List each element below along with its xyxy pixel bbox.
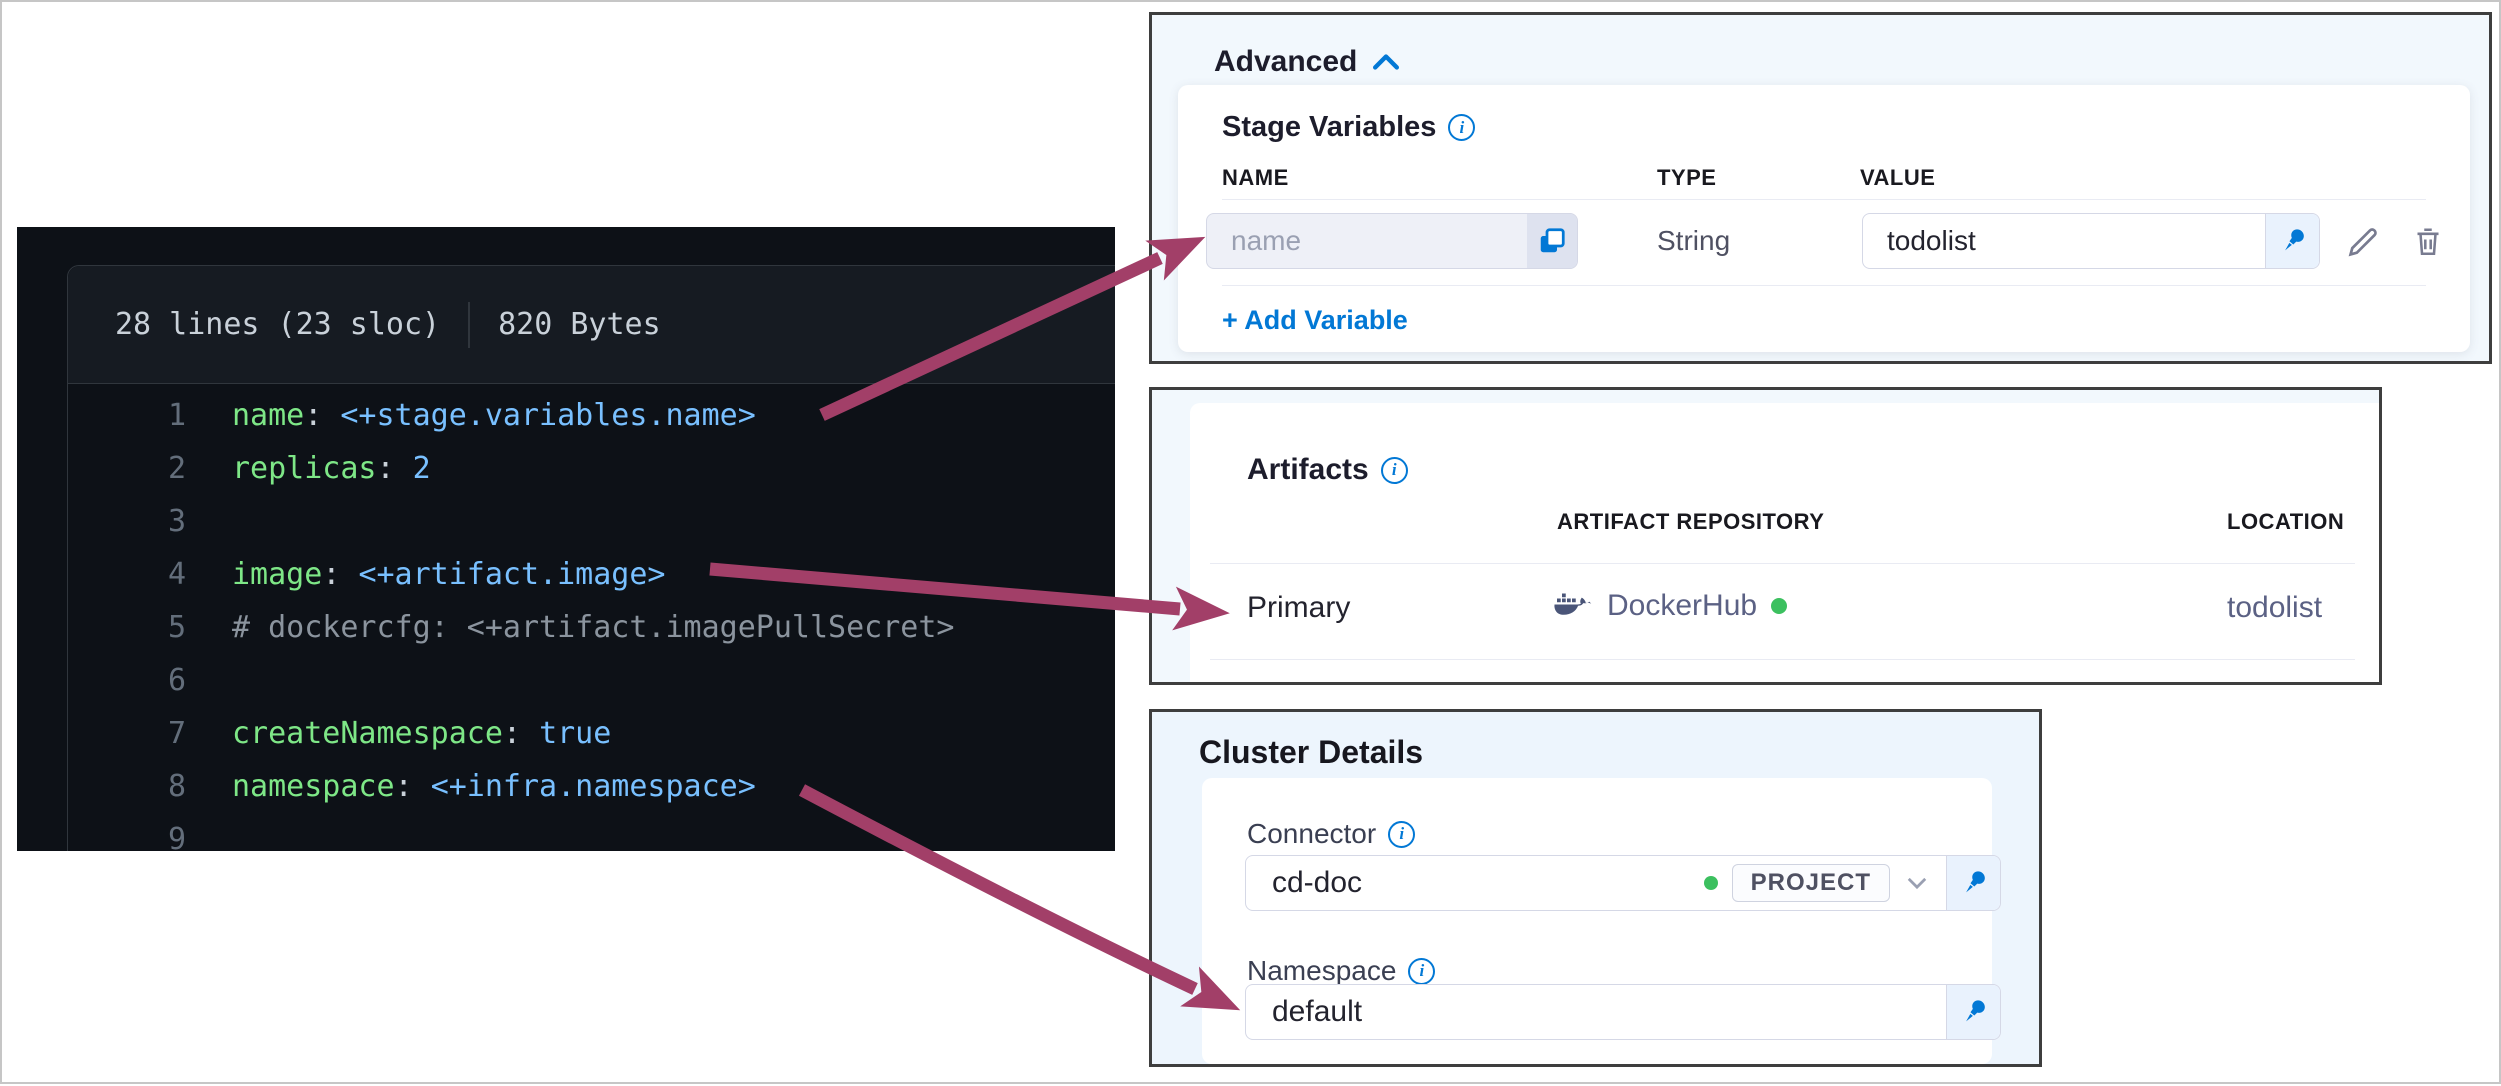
stage-variables-header: Stage Variables i [1222,111,1476,144]
pencil-icon [2348,228,2377,257]
variable-type-value: String [1657,225,1731,256]
artifact-location-value: todolist [2227,591,2323,624]
header-divider [468,301,471,348]
info-icon[interactable]: i [1380,456,1408,484]
cluster-details-panel: Cluster Details Connector i PROJECT [1149,709,2042,1067]
column-header-type: TYPE [1657,165,1717,190]
status-dot-connector [1703,876,1718,890]
artifact-row-label: Primary [1247,591,1351,624]
divider [1210,563,2355,564]
namespace-field [1245,984,2001,1040]
code-size-info: 820 Bytes [498,307,661,342]
info-icon[interactable]: i [1448,114,1476,141]
delete-variable-button[interactable] [2406,219,2450,263]
connector-scope-badge: PROJECT [1731,864,1890,902]
connector-dropdown-toggle[interactable] [1906,876,1928,890]
connector-field: PROJECT [1245,855,2001,911]
stage-variables-card: Stage Variables i NAME TYPE VALUE String [1178,85,2470,352]
artifacts-title: Artifacts [1247,453,1369,486]
code-line: 5 # dockercfg: <+artifact.imagePullSecre… [167,610,955,645]
pin-button[interactable] [1946,985,2000,1039]
pin-button[interactable] [2265,214,2319,268]
artifacts-header: Artifacts i [1247,453,1408,487]
variable-value-input[interactable] [1863,225,2265,257]
code-body: 1 name: <+stage.variables.name> 2 replic… [68,384,1115,851]
code-line: 9 [167,822,186,851]
chevron-down-icon [1907,877,1927,890]
connector-input[interactable] [1246,866,1704,900]
code-line: 6 [167,663,186,698]
variable-name-field [1206,213,1578,269]
namespace-label: Namespace [1247,955,1397,986]
advanced-collapse-toggle[interactable]: Advanced [1214,45,1400,79]
artifacts-card: Artifacts i ARTIFACT REPOSITORY LOCATION… [1190,403,2379,682]
variable-name-input[interactable] [1207,225,1527,257]
artifacts-panel: Artifacts i ARTIFACT REPOSITORY LOCATION… [1149,387,2382,685]
namespace-input[interactable] [1246,995,1946,1029]
pin-button[interactable] [1946,856,2000,910]
connector-label: Connector [1247,818,1377,849]
advanced-title: Advanced [1214,45,1358,78]
code-line: 7 createNamespace: true [167,716,612,751]
cluster-details-title: Cluster Details [1199,734,1424,770]
column-header-name: NAME [1222,165,1289,190]
divider [1222,199,2426,200]
edit-variable-button[interactable] [2342,219,2386,263]
docker-whale-icon [1554,593,1592,615]
info-icon[interactable]: i [1388,820,1416,848]
code-file-header: 28 lines (23 sloc) 820 Bytes [68,266,1115,384]
pin-icon [1965,1000,1985,1022]
namespace-label-row: Namespace i [1247,955,1436,987]
column-header-location: LOCATION [2227,509,2345,534]
status-dot-connected [1771,598,1788,614]
divider [1210,659,2355,660]
code-line: 8 namespace: <+infra.namespace> [167,769,756,804]
add-variable-link[interactable]: + Add Variable [1222,305,1408,335]
code-line: 1 name: <+stage.variables.name> [167,398,756,433]
column-header-value: VALUE [1860,165,1936,190]
code-line: 3 [167,504,186,539]
pin-icon [1965,871,1985,893]
stage-variables-title: Stage Variables [1222,111,1437,143]
advanced-panel: Advanced Stage Variables i NAME TYPE VAL… [1149,12,2492,364]
copy-button[interactable] [1527,214,1577,268]
code-lines-info: 28 lines (23 sloc) [115,307,441,342]
connector-label-row: Connector i [1247,818,1416,850]
artifact-repository-name: DockerHub [1607,589,1758,622]
copy-icon [1540,228,1565,253]
code-file-box: 28 lines (23 sloc) 820 Bytes 1 name: <+s… [67,265,1115,851]
variable-value-field [1862,213,2320,269]
code-viewer-panel: 28 lines (23 sloc) 820 Bytes 1 name: <+s… [17,227,1115,851]
cluster-details-card: Connector i PROJECT Namespace i [1202,778,2001,1064]
code-line: 4 image: <+artifact.image> [167,557,666,592]
trash-icon [2417,228,2439,256]
chevron-up-icon[interactable] [1373,54,1400,70]
artifact-repository-cell[interactable]: DockerHub [1553,589,1788,623]
pin-icon [2284,229,2304,251]
code-line: 2 replicas: 2 [167,451,431,486]
column-header-artifact-repository: ARTIFACT REPOSITORY [1557,509,1825,534]
info-icon[interactable]: i [1408,957,1436,985]
divider [1222,285,2426,286]
